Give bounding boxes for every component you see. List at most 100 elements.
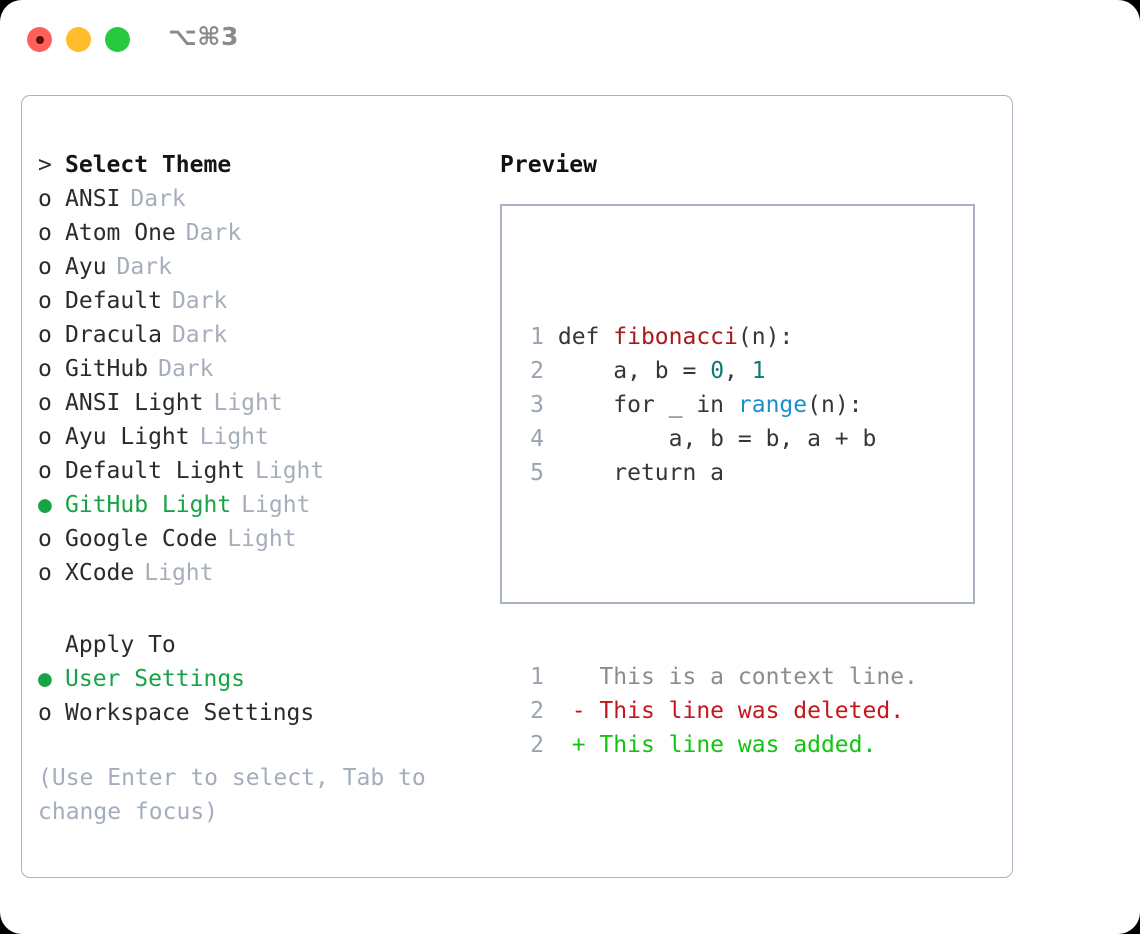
radio-unselected-icon: o <box>38 526 52 552</box>
radio-unselected-icon: o <box>38 458 52 484</box>
radio-unselected-icon: o <box>38 424 52 450</box>
code-line-number: 4 <box>530 426 544 452</box>
theme-item-variant-tag: Light <box>255 458 325 484</box>
radio-unselected-icon: o <box>38 390 52 416</box>
theme-item-google-code[interactable]: o Google Code Light <box>38 522 478 556</box>
minimize-button[interactable] <box>66 27 91 52</box>
code-token-plain: (n): <box>737 324 794 350</box>
theme-item-ansi[interactable]: o ANSI Dark <box>38 182 478 216</box>
caret-icon: > <box>38 152 52 178</box>
diff-sign <box>572 664 586 690</box>
theme-item-variant-tag: Light <box>144 560 214 586</box>
radio-unselected-icon: o <box>38 220 52 246</box>
keyboard-hint: (Use Enter to select, Tab to change focu… <box>38 765 440 825</box>
code-token-num: 1 <box>751 358 766 384</box>
theme-item-label: GitHub <box>65 356 149 382</box>
theme-item-label: Ayu <box>65 254 107 280</box>
theme-item-label: Ayu Light <box>65 424 190 450</box>
theme-item-github-light[interactable]: ● GitHub Light Light <box>38 488 478 522</box>
theme-item-label: ANSI Light <box>65 390 204 416</box>
theme-item-variant-tag: Light <box>227 526 297 552</box>
theme-item-variant-tag: Dark <box>171 322 228 348</box>
apply-to-header: Apply To <box>38 628 478 662</box>
diff-text: This line was added. <box>585 732 877 758</box>
theme-item-ansi-light[interactable]: o ANSI Light Light <box>38 386 478 420</box>
theme-item-ayu[interactable]: o Ayu Dark <box>38 250 478 284</box>
theme-item-label: Atom One <box>65 220 176 246</box>
theme-list-header: > Select Theme <box>38 148 478 182</box>
window-title: ⌥⌘3 <box>168 22 239 51</box>
apply-to-item-label: User Settings <box>65 666 246 692</box>
theme-item-label: GitHub Light <box>65 492 232 518</box>
theme-item-label: Default <box>65 288 162 314</box>
apply-to-title: Apply To <box>65 632 176 658</box>
radio-unselected-icon: o <box>38 288 52 314</box>
diff-line-add: 2 + This line was added. <box>522 728 918 762</box>
theme-item-variant-tag: Light <box>241 492 311 518</box>
radio-unselected-icon: o <box>38 254 52 280</box>
code-token-plain: a, b = b, a + b <box>557 426 877 452</box>
radio-selected-icon: ● <box>38 666 52 692</box>
diff-sign: + <box>571 732 586 758</box>
theme-list-title: Select Theme <box>65 152 232 178</box>
radio-unselected-icon: o <box>38 356 52 382</box>
theme-item-label: Google Code <box>65 526 218 552</box>
code-line-number: 2 <box>530 358 544 384</box>
diff-lines: 1 This is a context line.2 - This line w… <box>522 660 918 762</box>
title-bar: ⌥⌘3 <box>0 0 1140 78</box>
theme-item-github[interactable]: o GitHub Dark <box>38 352 478 386</box>
preview-column: Preview 1 def fibonacci(n):2 a, b = 0, 1… <box>500 148 1000 758</box>
apply-to-item-label: Workspace Settings <box>65 700 315 726</box>
radio-unselected-icon: o <box>38 560 52 586</box>
code-line: 2 a, b = 0, 1 <box>522 354 918 388</box>
diff-line-ctx: 1 This is a context line. <box>522 660 918 694</box>
apply-to-item-user-settings[interactable]: ● User Settings <box>38 662 478 696</box>
theme-item-variant-tag: Dark <box>130 186 186 212</box>
code-token-fn: fibonacci <box>613 324 738 350</box>
diff-text: This line was deleted. <box>585 698 905 724</box>
theme-item-label: XCode <box>65 560 135 586</box>
code-token-plain: for _ in <box>557 392 738 418</box>
diff-text: This is a context line. <box>585 664 918 690</box>
close-button[interactable] <box>27 27 52 52</box>
code-token-plain: a, b = <box>557 358 711 384</box>
theme-item-label: Dracula <box>65 322 162 348</box>
code-line-number: 5 <box>530 460 544 486</box>
diff-sign: - <box>571 698 586 724</box>
diff-line-del: 2 - This line was deleted. <box>522 694 918 728</box>
theme-item-variant-tag: Dark <box>158 356 214 382</box>
diff-line-number: 2 <box>530 732 544 758</box>
theme-item-label: Default Light <box>65 458 246 484</box>
code-line-number: 3 <box>530 392 544 418</box>
code-token-num: 0 <box>710 358 725 384</box>
code-token-plain: return a <box>557 460 725 486</box>
theme-item-default-light[interactable]: o Default Light Light <box>38 454 478 488</box>
code-line: 5 return a <box>522 456 918 490</box>
code-line: 3 for _ in range(n): <box>522 388 918 422</box>
maximize-button[interactable] <box>105 27 130 52</box>
diff-line-number: 2 <box>530 698 544 724</box>
theme-item-xcode[interactable]: o XCode Light <box>38 556 478 590</box>
theme-item-variant-tag: Light <box>213 390 283 416</box>
code-line: 1 def fibonacci(n): <box>522 320 918 354</box>
theme-item-label: ANSI <box>65 186 121 212</box>
radio-selected-icon: ● <box>38 492 52 518</box>
diff-line-number: 1 <box>530 664 544 690</box>
theme-item-variant-tag: Dark <box>116 254 172 280</box>
radio-unselected-icon: o <box>38 186 52 212</box>
code-line-number: 1 <box>530 324 544 350</box>
section-spacer <box>38 590 478 628</box>
preview-title: Preview <box>500 152 597 178</box>
